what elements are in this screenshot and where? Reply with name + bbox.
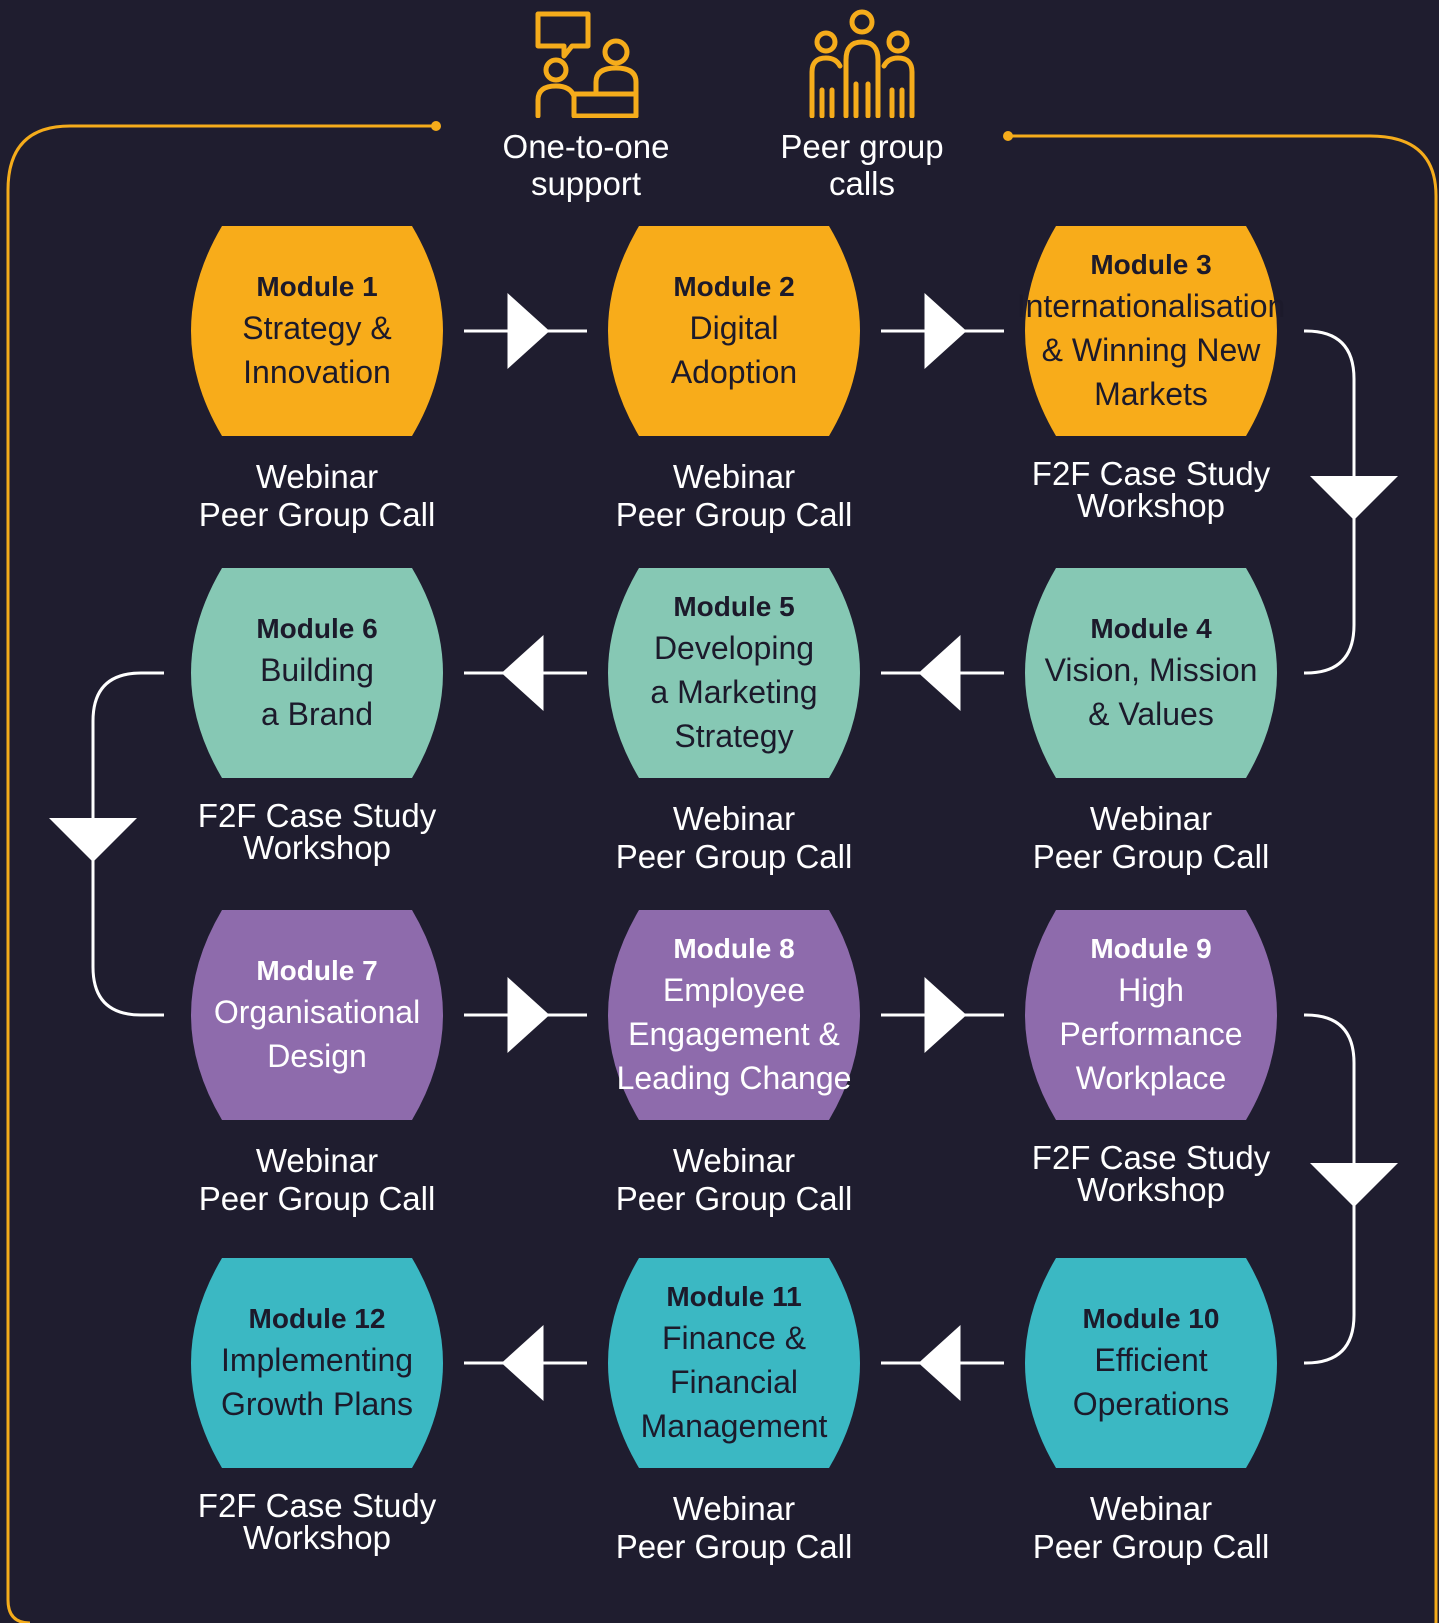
module-subtitle: Finance & Financial Management (640, 1320, 828, 1444)
arrow-right (924, 977, 967, 1053)
arrow-right (924, 293, 967, 369)
module-node-12: Module 12 Implementing Growth Plans (160, 1258, 474, 1468)
module-title: Module 12 (248, 1303, 386, 1334)
module-title: Module 10 (1082, 1303, 1220, 1334)
module-title: Module 7 (256, 955, 378, 986)
peer-group-calls-legend: Peer group calls (752, 8, 972, 202)
module-subtitle: Organisational Design (213, 994, 421, 1074)
module-subtitle: Strategy & Innovation (242, 310, 392, 390)
arrow-down (49, 818, 137, 862)
module-delivery-caption: Webinar Peer Group Call (615, 800, 853, 875)
module-node-9: Module 9 High Performance Workplace (994, 910, 1308, 1120)
module-node-2: Module 2 Digital Adoption (577, 226, 891, 436)
module-shape (608, 226, 860, 436)
module-delivery-caption: F2F Case Study Workshop (1031, 1139, 1271, 1208)
module-title: Module 11 (666, 1281, 802, 1312)
module-title: Module 5 (673, 591, 795, 622)
module-node-7: Module 7 Organisational Design (160, 910, 474, 1120)
frame-right-line (1008, 134, 1438, 1623)
module-subtitle: Vision, Mission & Values (1044, 652, 1258, 732)
module-delivery-caption: Webinar Peer Group Call (198, 458, 436, 533)
one-to-one-support-icon (535, 11, 639, 118)
frame-left-dot (431, 121, 441, 131)
arrow-right (507, 977, 550, 1053)
module-shape (608, 568, 860, 778)
arrow-left (918, 1325, 961, 1401)
module-subtitle: Internationalisation & Winning New Marke… (1016, 288, 1286, 412)
module-node-6: Module 6 Building a Brand (160, 568, 474, 778)
module-subtitle: Implementing Growth Plans (220, 1342, 414, 1422)
module-shape (191, 910, 443, 1120)
arrow-left (918, 635, 961, 711)
module-shape (1025, 226, 1277, 436)
module-delivery-caption: F2F Case Study Workshop (197, 797, 437, 866)
module-delivery-caption: Webinar Peer Group Call (615, 458, 853, 533)
one-to-one-support-legend: One-to-one support (476, 8, 696, 202)
module-node-3: Module 3 Internationalisation & Winning N… (994, 226, 1308, 436)
frame-right-dot (1003, 131, 1013, 141)
module-node-4: Module 4 Vision, Mission & Values (994, 568, 1308, 778)
module-subtitle: Digital Adoption (670, 310, 798, 390)
module-delivery-caption: Webinar Peer Group Call (1032, 1490, 1270, 1565)
frame-left-line (6, 124, 436, 1623)
module-shape (191, 1258, 443, 1468)
module-delivery-caption: Webinar Peer Group Call (198, 1142, 436, 1217)
module-delivery-caption: Webinar Peer Group Call (1032, 800, 1270, 875)
module-title: Module 9 (1090, 933, 1212, 964)
module-shape (191, 568, 443, 778)
module-node-1: Module 1 Strategy & Innovation (160, 226, 474, 436)
module-shape (1025, 1258, 1277, 1468)
module-delivery-caption: Webinar Peer Group Call (615, 1142, 853, 1217)
module-shape (1025, 910, 1277, 1120)
module-shape (1025, 568, 1277, 778)
module-delivery-caption: Webinar Peer Group Call (615, 1490, 853, 1565)
arrow-right (507, 293, 550, 369)
module-node-10: Module 10 Efficient Operations (994, 1258, 1308, 1468)
module-node-5: Module 5 Developing a Marketing Strategy (577, 568, 891, 778)
arrow-down (1310, 476, 1398, 520)
peer-group-calls-label: Peer group calls (780, 128, 944, 202)
peer-group-icon (809, 9, 915, 118)
module-subtitle: Developing a Marketing Strategy (650, 630, 818, 754)
module-delivery-caption: F2F Case Study Workshop (1031, 455, 1271, 524)
module-subtitle: Building a Brand (260, 652, 374, 732)
module-subtitle: Efficient Operations (1072, 1342, 1230, 1422)
module-shape (608, 1258, 860, 1468)
arrow-down (1310, 1163, 1398, 1207)
module-title: Module 3 (1090, 249, 1212, 280)
module-title: Module 4 (1090, 613, 1212, 644)
module-shape (608, 910, 860, 1120)
module-subtitle: Employee Engagement & Leading Change (616, 972, 852, 1096)
arrow-left (501, 1325, 544, 1401)
module-delivery-caption: F2F Case Study Workshop (197, 1487, 437, 1556)
one-to-one-support-label: One-to-one support (502, 128, 670, 202)
module-title: Module 8 (673, 933, 795, 964)
module-node-8: Module 8 Employee Engagement & Leading Ch… (577, 910, 891, 1120)
module-title: Module 1 (256, 271, 378, 302)
arrow-left (501, 635, 544, 711)
module-shape (191, 226, 443, 436)
module-node-11: Module 11 Finance & Financial Management (577, 1258, 891, 1468)
module-subtitle: High Performance Workplace (1059, 972, 1243, 1096)
module-title: Module 6 (256, 613, 378, 644)
module-title: Module 2 (673, 271, 795, 302)
